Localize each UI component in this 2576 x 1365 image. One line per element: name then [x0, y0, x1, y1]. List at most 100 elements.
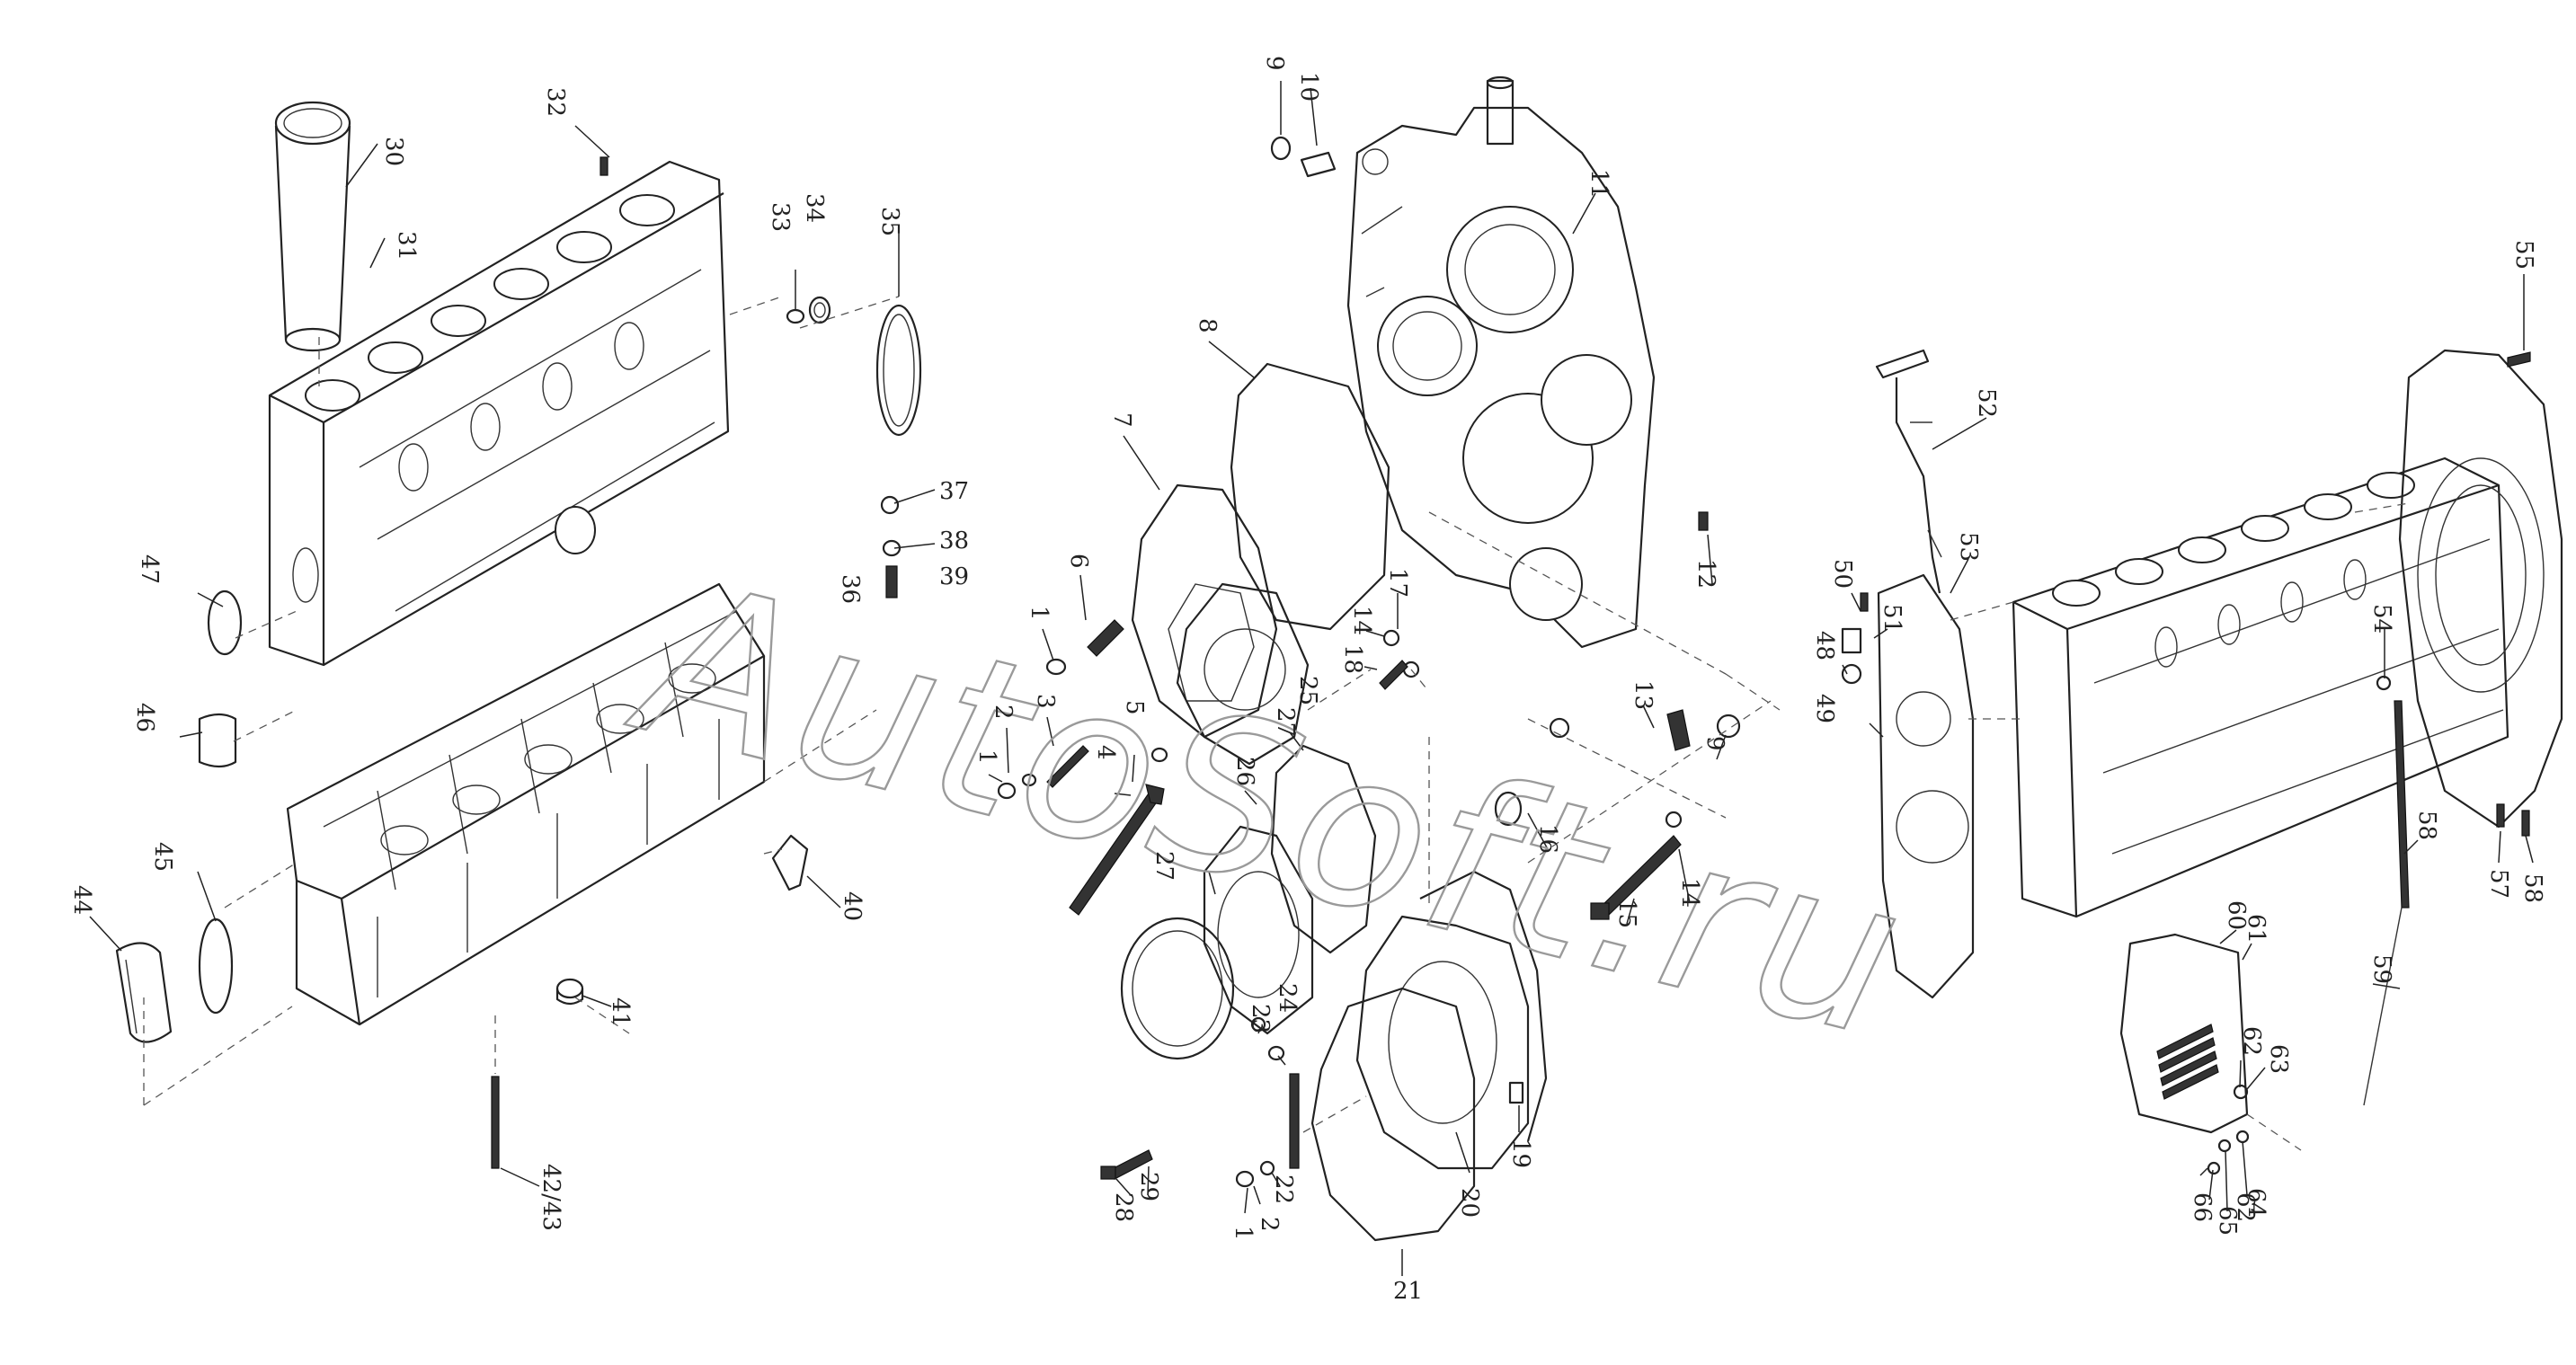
callout-50: 50: [1829, 559, 1856, 589]
callout-46: 46: [131, 703, 158, 732]
callout-48: 48: [1811, 631, 1838, 660]
callout-30: 30: [380, 137, 407, 166]
callout-25-label: 27: [1272, 707, 1299, 737]
bushing-41: [555, 978, 584, 1006]
callout-51: 51: [1879, 604, 1905, 634]
bolt-28: [1100, 1149, 1153, 1180]
callout-41: 41: [607, 997, 634, 1027]
callout-40: 40: [839, 891, 866, 921]
rear-seal-35: [875, 304, 922, 437]
callout-58-b: 58: [2519, 873, 2546, 903]
callout-39: 39: [939, 563, 969, 590]
callout-23: 23: [1247, 1004, 1274, 1033]
gasket-25: [1270, 744, 1377, 954]
callout-45: 45: [149, 842, 176, 872]
gear-housing-11: [1346, 75, 1656, 649]
sensor-48-51: [1841, 592, 1869, 685]
callout-18: 18: [1339, 644, 1366, 674]
callout-21: 21: [1393, 1278, 1423, 1305]
callout-38: 38: [939, 527, 969, 554]
stud-6: [1087, 619, 1124, 657]
bolt-42-43: [491, 1076, 500, 1169]
callout-7: 7: [1108, 412, 1135, 428]
cylinder-block: [268, 160, 730, 667]
callout-58: 58: [2413, 811, 2440, 840]
timing-housing-assembly: [988, 75, 1781, 1276]
callout-53: 53: [1955, 532, 1982, 562]
callout-14-a: 14: [1348, 606, 1375, 635]
callout-37: 37: [939, 478, 969, 505]
callout-9-b: 9: [1701, 736, 1728, 751]
callout-labels: 30 31 32 33 34 35 37 38 39 36 47 46 45 4…: [68, 56, 2546, 1305]
callout-13: 13: [1630, 680, 1657, 710]
seal-ring-45: [198, 917, 234, 1015]
breather-pipe-52-53: [1875, 349, 1942, 594]
callout-63: 63: [2265, 1044, 2292, 1074]
bearing-ladder-frame: [286, 582, 766, 1026]
callout-14-b: 14: [1676, 878, 1703, 908]
dipstick-58-59: [2363, 700, 2410, 1106]
rear-oil-seal-27: [1120, 917, 1235, 1060]
callout-26: 26: [1231, 757, 1258, 786]
callout-2-a: 2: [990, 705, 1017, 720]
callout-1-a: 1: [1026, 606, 1053, 621]
callout-52: 52: [1973, 388, 2000, 418]
callout-32: 32: [542, 87, 569, 117]
flywheel-housing-20: [1355, 915, 1530, 1170]
callout-62-b: 62: [2232, 1192, 2259, 1222]
callout-65: 65: [2214, 1206, 2241, 1236]
callout-42-43: 42/43: [537, 1164, 564, 1231]
cylinder-block-assembly: [89, 101, 936, 1187]
callout-4: 4: [1092, 745, 1119, 760]
bearing-shell-44: [115, 942, 173, 1043]
callout-54: 54: [2368, 604, 2395, 634]
front-cover: [1176, 582, 1310, 766]
oil-pan-60: [2119, 933, 2249, 1134]
bolt-4: [1069, 784, 1165, 916]
callout-28: 28: [1110, 1192, 1137, 1222]
callout-55: 55: [2510, 240, 2537, 270]
callout-49: 49: [1811, 694, 1838, 723]
callout-10: 10: [1295, 72, 1322, 102]
gasket-21: [1310, 870, 1548, 1242]
bushing-46: [198, 713, 237, 768]
callout-1-c: 1: [1230, 1226, 1257, 1241]
callout-16: 16: [1534, 824, 1561, 854]
dowel-pin-32: [600, 156, 608, 176]
plugs-36-39: [880, 495, 902, 598]
callout-19: 19: [1507, 1139, 1534, 1168]
callout-3: 3: [1032, 694, 1059, 709]
seal-housing-26: [1203, 825, 1314, 1035]
callout-47: 47: [136, 554, 163, 584]
flywheel-housing-right: [2398, 349, 2563, 829]
small-cylinder-block: [2012, 456, 2509, 918]
plug-34: [808, 296, 831, 324]
small-fasteners-right: [2207, 351, 2531, 1175]
callout-8: 8: [1194, 318, 1221, 333]
cylinder-liner: [274, 101, 351, 352]
callout-62: 62: [2238, 1026, 2265, 1056]
callout-27: 27: [1150, 851, 1177, 881]
callout-61: 61: [2243, 914, 2270, 944]
callout-20: 20: [1456, 1188, 1483, 1218]
callout-15: 15: [1613, 899, 1640, 928]
seal-ring-47: [207, 589, 243, 656]
oil-nozzle-40: [771, 834, 809, 891]
callout-12: 12: [1692, 559, 1719, 589]
bolt-15: [1590, 835, 1682, 920]
callout-60: 60: [2223, 900, 2250, 930]
callout-57: 57: [2485, 869, 2512, 899]
callout-5: 5: [1121, 700, 1148, 715]
stud-3: [1046, 745, 1089, 788]
callout-34: 34: [801, 193, 828, 223]
callout-1-b: 1: [973, 749, 1000, 765]
callout-33: 33: [767, 202, 794, 232]
callout-59: 59: [2368, 954, 2395, 984]
callout-24: 24: [1274, 983, 1301, 1013]
callout-64: 64: [2243, 1188, 2270, 1218]
right-block-assembly: [1841, 274, 2563, 1212]
callout-9-top: 9: [1261, 56, 1288, 71]
callout-6: 6: [1065, 554, 1092, 569]
callout-22: 22: [1270, 1174, 1297, 1204]
